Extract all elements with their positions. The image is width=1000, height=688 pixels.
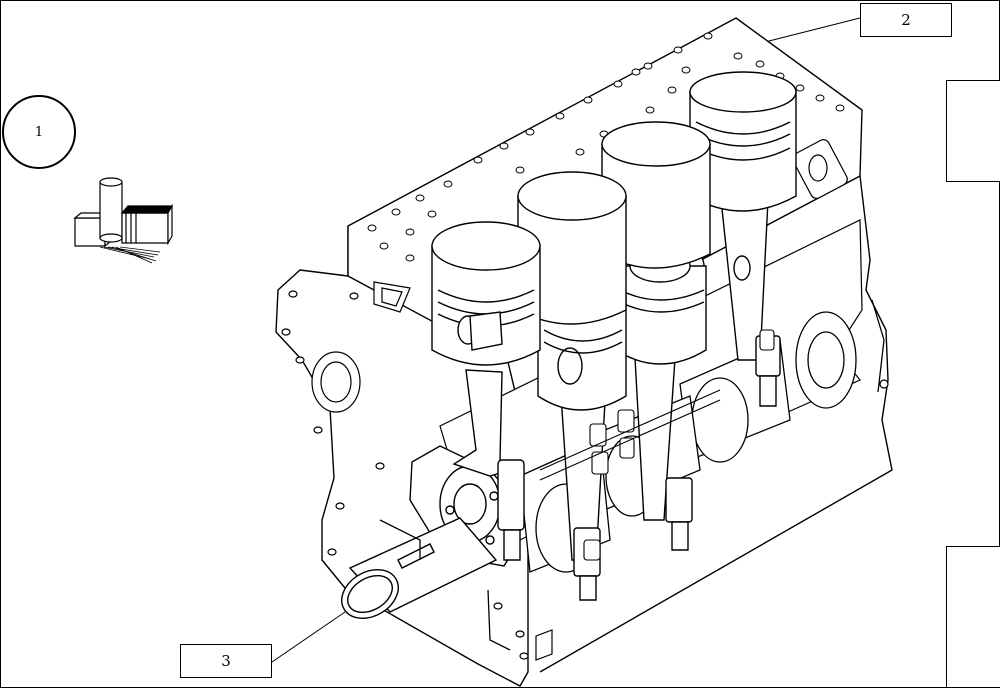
callout-label-2: 2 — [901, 11, 911, 29]
right-tab-lower — [946, 546, 1000, 688]
callout-box-3: 3 — [180, 644, 272, 678]
piston-4 — [690, 72, 796, 406]
leader-line-3 — [272, 612, 345, 662]
leader-line-2 — [765, 18, 860, 42]
callout-label-3: 3 — [221, 652, 231, 670]
callout-box-2: 2 — [860, 3, 952, 37]
right-tab-upper — [946, 80, 1000, 182]
piston-3 — [602, 122, 710, 550]
piston-1 — [432, 222, 540, 560]
reference-circle-label: 1 — [34, 124, 44, 140]
reference-circle: 1 — [2, 95, 76, 169]
